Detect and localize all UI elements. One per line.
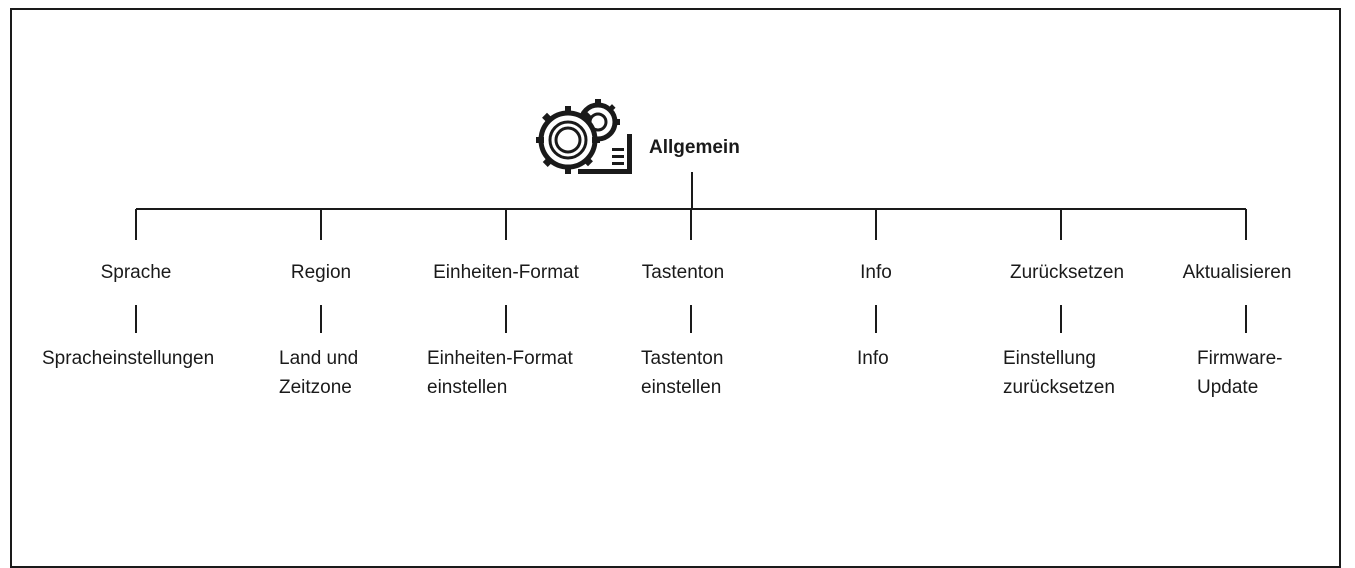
detail-label-aktualisieren: Firmware- Update — [1197, 348, 1283, 398]
detail-label-sprache: Spracheinstellungen — [42, 348, 215, 369]
detail-label-zuruecksetzen: Einstellung zurücksetzen — [1003, 348, 1115, 398]
detail-label-tastenton: Tastenton einstellen — [641, 348, 724, 398]
category-label-aktualisieren: Aktualisieren — [1182, 262, 1292, 283]
detail-label-einheiten-format: Einheiten-Format einstellen — [427, 348, 573, 398]
category-label-info: Info — [860, 262, 892, 283]
category-label-tastenton: Tastenton — [641, 262, 725, 283]
root-label: Allgemein — [649, 137, 740, 158]
category-label-zuruecksetzen: Zurücksetzen — [1009, 262, 1125, 283]
category-label-einheiten-format: Einheiten-Format — [433, 262, 579, 283]
category-label-region: Region — [290, 262, 352, 283]
detail-label-info: Info — [857, 348, 889, 369]
settings-gears-icon — [536, 99, 632, 174]
detail-label-region: Land und Zeitzone — [279, 348, 359, 398]
category-label-sprache: Sprache — [100, 262, 172, 283]
diagram-frame — [10, 8, 1341, 568]
connector-lines — [135, 172, 1247, 333]
